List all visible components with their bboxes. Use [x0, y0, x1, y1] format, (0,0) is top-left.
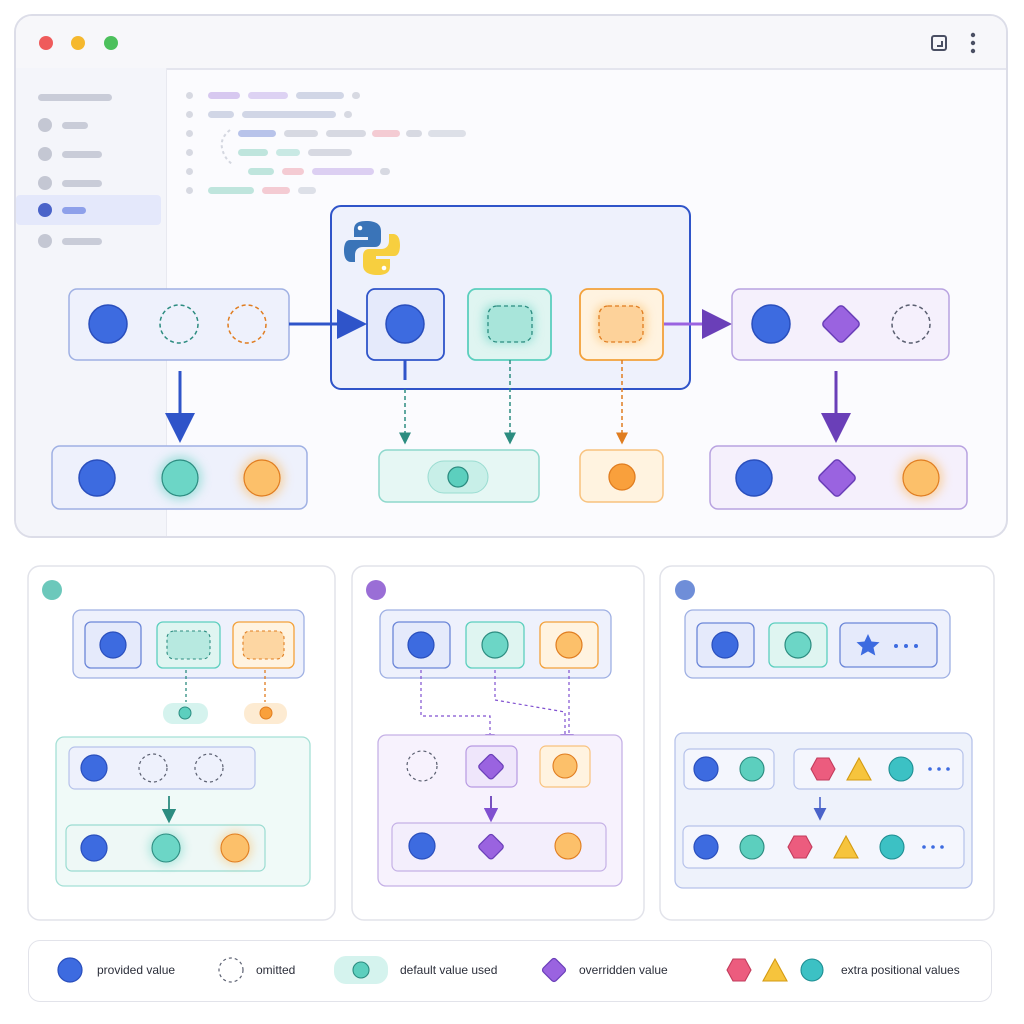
ellipsis-icon	[928, 767, 950, 771]
default-value-box	[378, 449, 540, 503]
parameter-slot	[366, 288, 445, 361]
panel-marker	[366, 580, 386, 600]
ellipsis-icon	[922, 845, 944, 849]
legend-default-label: default value used	[400, 963, 498, 977]
more-vert-icon[interactable]	[968, 32, 978, 54]
sidebar-item-icon	[38, 176, 52, 190]
python-logo-icon	[344, 221, 400, 275]
sidebar-item-icon	[38, 147, 52, 161]
legend-overridden-icon	[541, 957, 567, 983]
star-icon	[856, 634, 880, 656]
resolved-arguments-box	[51, 445, 308, 510]
panel-overrides	[351, 565, 645, 921]
resolved-arguments-box	[709, 445, 968, 510]
sidebar-item-icon	[38, 234, 52, 248]
maximize-icon[interactable]	[930, 34, 948, 52]
call-arguments-box	[731, 288, 950, 361]
legend	[28, 940, 992, 1002]
parameter-slot-default	[579, 288, 664, 361]
legend-default-icon	[334, 956, 388, 984]
panel-defaults	[27, 565, 336, 921]
omitted-marker	[159, 304, 199, 344]
panel-extra-positional	[659, 565, 995, 921]
parameter-slot-default	[467, 288, 552, 361]
sidebar-item-label	[62, 207, 86, 214]
sidebar-item-1[interactable]	[62, 122, 88, 129]
legend-omitted-label: omitted	[256, 963, 296, 977]
legend-symbols	[57, 956, 824, 984]
provided-value-marker	[88, 304, 128, 344]
sidebar-item-icon	[38, 203, 52, 217]
call-arguments-box	[68, 288, 290, 361]
legend-provided-icon	[57, 957, 83, 983]
sidebar-item-icon	[38, 118, 52, 132]
legend-overridden-label: overridden value	[579, 963, 668, 977]
sidebar-item-5[interactable]	[62, 238, 102, 245]
sidebar-item-active[interactable]	[16, 195, 161, 225]
close-window-button[interactable]	[39, 36, 53, 50]
sidebar-item-2[interactable]	[62, 151, 102, 158]
minimize-window-button[interactable]	[71, 36, 85, 50]
sidebar-item-3[interactable]	[62, 180, 102, 187]
legend-omitted-icon	[218, 957, 244, 983]
legend-extra-icons	[726, 957, 824, 982]
ellipsis-icon	[894, 644, 918, 648]
zoom-window-button[interactable]	[104, 36, 118, 50]
legend-provided-label: provided value	[97, 963, 176, 977]
legend-extra-label: extra positional values	[841, 963, 960, 977]
sidebar-header	[38, 94, 112, 101]
panel-marker	[675, 580, 695, 600]
default-value-box	[579, 449, 664, 503]
title-bar	[16, 16, 1006, 70]
panel-marker	[42, 580, 62, 600]
omitted-marker	[227, 304, 267, 344]
